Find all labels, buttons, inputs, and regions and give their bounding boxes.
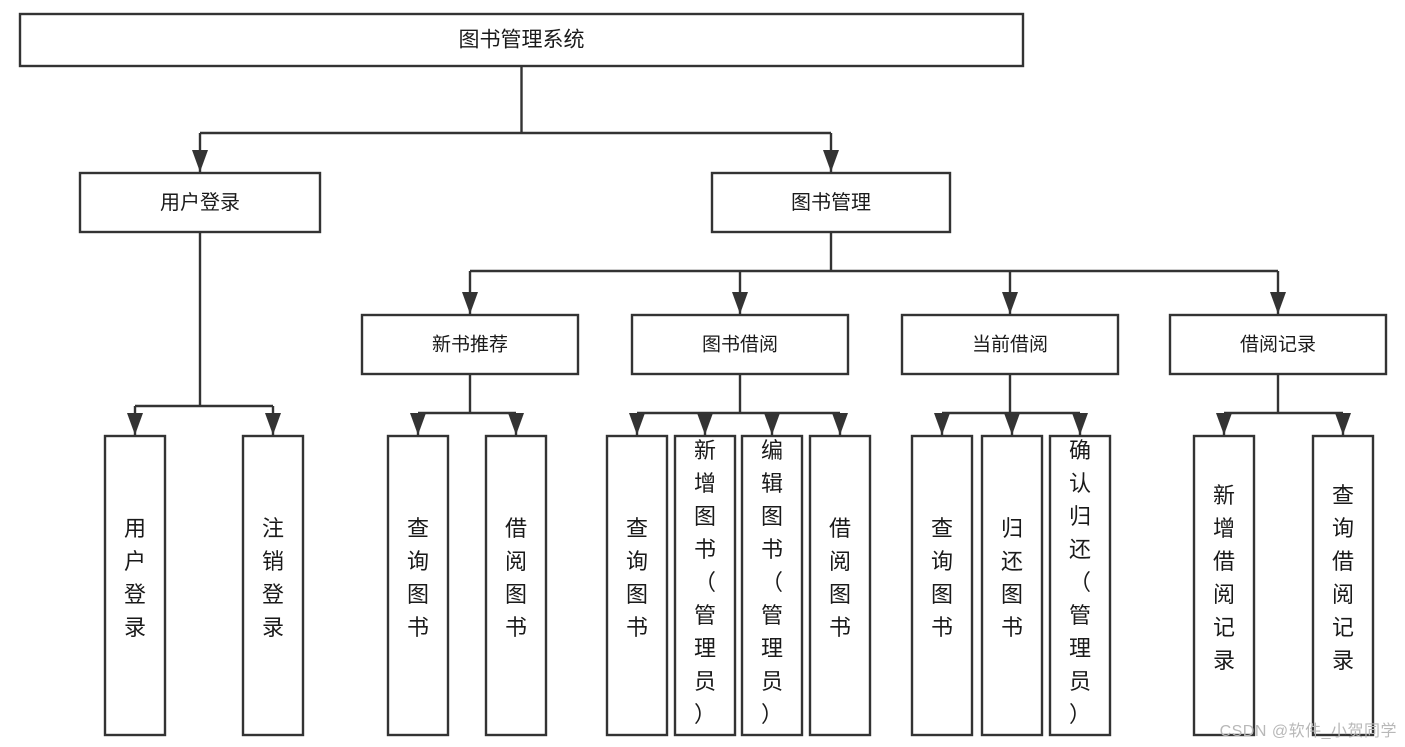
leaf-node-用户登录-0-rect	[103, 434, 167, 737]
arrow-head-icon	[697, 413, 713, 435]
arrow-head-icon	[1072, 413, 1088, 435]
leaf-node-借阅图书-3-rect	[484, 434, 548, 737]
leaf-node-查询图书-8-label: 查询图书	[931, 516, 953, 640]
leaf-node-新增图书管理员-5[interactable]: 新增图书（管理员）	[673, 434, 737, 737]
leaf-node-查询图书-2-rect	[386, 434, 450, 737]
arrow-head-icon	[1270, 292, 1286, 314]
leaf-node-确认归还管理员-10-label: 确认归还（管理员）	[1069, 438, 1091, 727]
leaf-node-编辑图书管理员-6-rect	[740, 434, 804, 737]
arrow-head-icon	[192, 150, 208, 172]
leaf-node-查询借阅记录-12[interactable]: 查询借阅记录	[1311, 434, 1375, 737]
arrow-head-icon	[1004, 413, 1020, 435]
level3-node-借阅记录-label: 借阅记录	[1240, 334, 1316, 356]
arrow-head-icon	[823, 150, 839, 172]
level2-node-图书管理-label: 图书管理	[791, 191, 871, 214]
leaf-node-归还图书-9-label: 归还图书	[1001, 516, 1023, 640]
leaf-node-查询借阅记录-12-label: 查询借阅记录	[1332, 483, 1354, 673]
arrow-head-icon	[732, 292, 748, 314]
leaf-node-编辑图书管理员-6-label: 编辑图书（管理员）	[761, 438, 783, 727]
leaf-node-查询借阅记录-12-rect	[1311, 434, 1375, 737]
leaf-node-注销登录-1-rect	[241, 434, 305, 737]
level3-node-新书推荐-label: 新书推荐	[432, 334, 508, 356]
arrow-head-icon	[410, 413, 426, 435]
leaf-node-查询图书-4[interactable]: 查询图书	[605, 434, 669, 737]
leaf-node-用户登录-0[interactable]: 用户登录	[103, 434, 167, 737]
arrow-head-icon	[764, 413, 780, 435]
level3-node-新书推荐-rect	[360, 313, 580, 376]
arrow-head-icon	[265, 413, 281, 435]
node-layer: 图书管理系统用户登录图书管理新书推荐图书借阅当前借阅借阅记录用户登录注销登录查询…	[18, 12, 1388, 737]
level3-node-当前借阅[interactable]: 当前借阅	[900, 313, 1120, 376]
level2-node-用户登录-rect	[78, 171, 322, 234]
root-node-图书管理系统-label: 图书管理系统	[459, 29, 585, 52]
arrow-head-icon	[1335, 413, 1351, 435]
leaf-node-借阅图书-3[interactable]: 借阅图书	[484, 434, 548, 737]
leaf-node-归还图书-9-rect	[980, 434, 1044, 737]
leaf-node-借阅图书-3-label: 借阅图书	[505, 516, 527, 640]
level3-node-图书借阅-label: 图书借阅	[702, 334, 778, 356]
level2-node-用户登录-label: 用户登录	[160, 191, 240, 214]
leaf-node-注销登录-1[interactable]: 注销登录	[241, 434, 305, 737]
leaf-node-归还图书-9[interactable]: 归还图书	[980, 434, 1044, 737]
level2-node-图书管理-rect	[710, 171, 952, 234]
connector-layer	[127, 66, 1351, 435]
leaf-node-借阅图书-7-rect	[808, 434, 872, 737]
level3-node-新书推荐[interactable]: 新书推荐	[360, 313, 580, 376]
arrow-head-icon	[934, 413, 950, 435]
level3-node-当前借阅-label: 当前借阅	[972, 334, 1048, 356]
arrow-head-icon	[508, 413, 524, 435]
leaf-node-查询图书-2-label: 查询图书	[407, 516, 429, 640]
leaf-node-查询图书-8-rect	[910, 434, 974, 737]
root-node-图书管理系统[interactable]: 图书管理系统	[18, 12, 1025, 68]
leaf-node-新增借阅记录-11-rect	[1192, 434, 1256, 737]
arrow-head-icon	[462, 292, 478, 314]
level3-node-借阅记录-rect	[1168, 313, 1388, 376]
leaf-node-新增图书管理员-5-rect	[673, 434, 737, 737]
leaf-node-借阅图书-7-label: 借阅图书	[829, 516, 851, 640]
level3-node-当前借阅-rect	[900, 313, 1120, 376]
leaf-node-注销登录-1-label: 注销登录	[262, 516, 284, 640]
leaf-node-借阅图书-7[interactable]: 借阅图书	[808, 434, 872, 737]
arrow-head-icon	[629, 413, 645, 435]
leaf-node-新增借阅记录-11[interactable]: 新增借阅记录	[1192, 434, 1256, 737]
arrow-head-icon	[832, 413, 848, 435]
arrow-head-icon	[1216, 413, 1232, 435]
arrow-head-icon	[127, 413, 143, 435]
level3-node-图书借阅-rect	[630, 313, 850, 376]
leaf-node-查询图书-2[interactable]: 查询图书	[386, 434, 450, 737]
level2-node-用户登录[interactable]: 用户登录	[78, 171, 322, 234]
level2-node-图书管理[interactable]: 图书管理	[710, 171, 952, 234]
level3-node-图书借阅[interactable]: 图书借阅	[630, 313, 850, 376]
root-node-图书管理系统-rect	[18, 12, 1025, 68]
leaf-node-编辑图书管理员-6[interactable]: 编辑图书（管理员）	[740, 434, 804, 737]
leaf-node-用户登录-0-label: 用户登录	[124, 516, 146, 640]
watermark-text: CSDN @软件_小贺同学	[1219, 723, 1397, 740]
leaf-node-新增借阅记录-11-label: 新增借阅记录	[1213, 483, 1235, 673]
leaf-node-查询图书-8[interactable]: 查询图书	[910, 434, 974, 737]
leaf-node-确认归还管理员-10-rect	[1048, 434, 1112, 737]
leaf-node-查询图书-4-rect	[605, 434, 669, 737]
arrow-head-icon	[1002, 292, 1018, 314]
leaf-node-新增图书管理员-5-label: 新增图书（管理员）	[694, 438, 716, 727]
leaf-node-查询图书-4-label: 查询图书	[626, 516, 648, 640]
leaf-node-确认归还管理员-10[interactable]: 确认归还（管理员）	[1048, 434, 1112, 737]
level3-node-借阅记录[interactable]: 借阅记录	[1168, 313, 1388, 376]
